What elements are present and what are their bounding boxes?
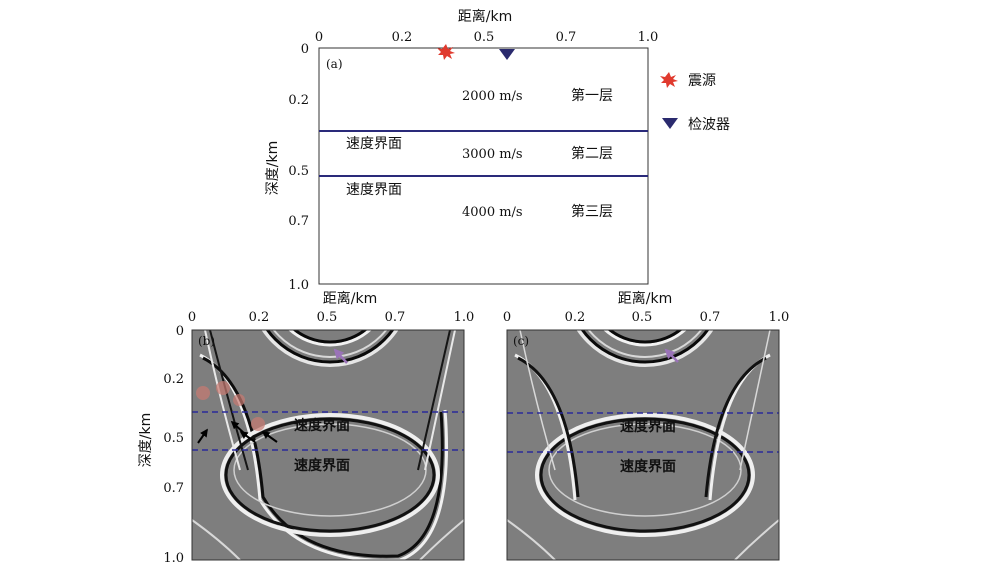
- panel-c-label: (c): [513, 334, 529, 348]
- panel-c-x-axis-title: 距离/km: [618, 290, 672, 307]
- wave-arrow: [261, 431, 278, 443]
- marker-arrow: [333, 348, 348, 364]
- panel-b-label: (b): [198, 334, 215, 348]
- panel-b-x-tick: 0.7: [385, 310, 406, 325]
- panel-a-y-tick: 1.0: [288, 278, 309, 293]
- panel-c-frame: [506, 329, 780, 561]
- panel-a-y-axis-title: 深度/km: [265, 141, 281, 195]
- panel-b-y-axis-title: 深度/km: [138, 413, 154, 467]
- panel-c: 距离/km 0 0.2 0.5 0.7 1.0: [503, 290, 789, 561]
- panel-a-y-tick: 0.5: [288, 164, 309, 179]
- panel-b: 距离/km 0 0.2 0.5 0.7 1.0 深度/km 0 0.2 0.5 …: [138, 290, 474, 566]
- panel-b-y-ticks: 0 0.2 0.5 0.7 1.0: [163, 324, 184, 566]
- panel-b-y-tick: 0.2: [163, 372, 184, 387]
- panel-a-label: (a): [326, 57, 343, 71]
- panel-c-interface-label-2: 速度界面: [620, 458, 676, 475]
- panel-a: 距离/km 0 0.2 0.5 0.7 1.0 深度/km 0 0.2 0.5 …: [265, 8, 658, 293]
- interface-label-2: 速度界面: [346, 182, 402, 198]
- panel-a-x-axis-title: 距离/km: [458, 8, 512, 25]
- panel-c-x-ticks: 0 0.2 0.5 0.7 1.0: [503, 310, 789, 325]
- panel-a-x-tick: 0.7: [556, 30, 577, 45]
- panel-a-y-tick: 0.2: [288, 93, 309, 108]
- panel-a-x-tick: 0: [315, 30, 323, 45]
- panel-c-x-tick: 1.0: [769, 310, 790, 325]
- legend-source-label: 震源: [688, 73, 716, 89]
- panel-b-interface-label-1: 速度界面: [294, 417, 350, 434]
- panel-b-x-tick: 0: [188, 310, 196, 325]
- panel-b-y-tick: 0.7: [163, 481, 184, 496]
- wave-arrow: [239, 431, 256, 443]
- layer-2-velocity: 3000 m/s: [462, 147, 523, 162]
- layer-1-velocity: 2000 m/s: [462, 89, 523, 104]
- panel-a-x-tick: 1.0: [638, 30, 659, 45]
- panel-b-x-tick: 1.0: [454, 310, 475, 325]
- marker-arrow: [664, 348, 679, 363]
- panel-a-y-ticks: 0 0.2 0.5 0.7 1.0: [288, 42, 309, 293]
- receiver-triangle-icon: [662, 118, 678, 129]
- layer-3-name: 第三层: [571, 203, 613, 220]
- panel-b-interface-label-2: 速度界面: [294, 457, 350, 474]
- panel-c-x-tick: 0.2: [565, 310, 586, 325]
- layer-1-name: 第一层: [571, 87, 613, 104]
- panel-a-frame: [318, 47, 649, 285]
- panel-b-y-tick: 0: [176, 324, 184, 339]
- panel-c-x-tick: 0.7: [700, 310, 721, 325]
- legend: 震源 检波器: [660, 72, 730, 133]
- panel-c-interface-label-1: 速度界面: [620, 418, 676, 435]
- panel-a-y-tick: 0: [301, 42, 309, 57]
- interface-label-1: 速度界面: [346, 136, 402, 152]
- source-star-icon: [660, 72, 678, 88]
- panel-b-x-axis-title: 距离/km: [323, 290, 377, 307]
- legend-receiver-label: 检波器: [688, 117, 730, 133]
- panel-b-y-tick: 1.0: [163, 551, 184, 566]
- panel-b-x-tick: 0.5: [317, 310, 338, 325]
- panel-c-wavefield: [507, 330, 779, 560]
- panel-a-x-tick: 0.5: [474, 30, 495, 45]
- panel-a-x-tick: 0.2: [392, 30, 413, 45]
- panel-a-x-ticks: 0 0.2 0.5 0.7 1.0: [315, 30, 658, 45]
- panel-b-x-ticks: 0 0.2 0.5 0.7 1.0: [188, 310, 474, 325]
- panel-c-x-tick: 0.5: [632, 310, 653, 325]
- panel-b-y-tick: 0.5: [163, 431, 184, 446]
- source-star-icon: [437, 44, 455, 60]
- panel-b-x-tick: 0.2: [249, 310, 270, 325]
- panel-c-x-tick: 0: [503, 310, 511, 325]
- panel-b-wavefield: [192, 330, 464, 560]
- layer-3-velocity: 4000 m/s: [462, 205, 523, 220]
- receiver-triangle-icon: [499, 49, 515, 60]
- wave-arrow: [197, 428, 208, 444]
- wave-arrows: [197, 420, 278, 444]
- panel-a-y-tick: 0.7: [288, 214, 309, 229]
- panel-b-frame: [191, 329, 465, 561]
- layer-2-name: 第二层: [571, 145, 613, 162]
